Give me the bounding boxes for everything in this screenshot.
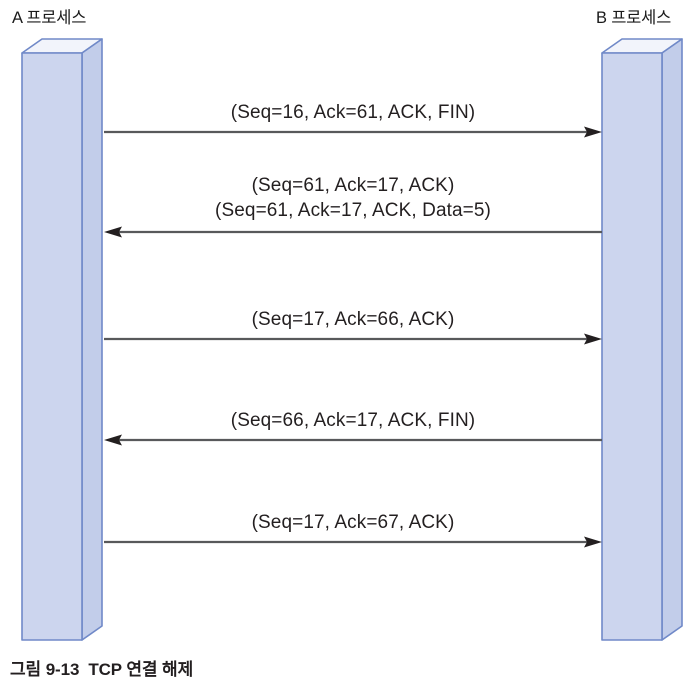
figure-number: 그림 9-13	[10, 660, 80, 679]
figure-caption: 그림 9-13 TCP 연결 해제	[10, 660, 194, 680]
process-a-box-shape	[21, 38, 103, 641]
figure-title: TCP 연결 해제	[88, 660, 194, 679]
arrow-left-icon	[104, 226, 602, 238]
process-b-box-shape	[601, 38, 683, 641]
message-label-5: (Seq=17, Ack=67, ACK)	[104, 510, 602, 535]
process-b-lifeline-box	[601, 38, 683, 641]
message-line: (Seq=17, Ack=67, ACK)	[251, 512, 455, 533]
message-line: (Seq=17, Ack=66, ACK)	[251, 309, 455, 330]
message-arrow-2	[104, 226, 602, 238]
message-arrow-3	[104, 333, 602, 345]
message-line: (Seq=61, Ack=17, ACK, Data=5)	[215, 200, 491, 221]
message-line: (Seq=16, Ack=61, ACK, FIN)	[230, 102, 476, 123]
arrow-right-icon	[104, 536, 602, 548]
message-line: (Seq=66, Ack=17, ACK, FIN)	[230, 410, 476, 431]
arrow-left-icon	[104, 434, 602, 446]
message-label-1: (Seq=16, Ack=61, ACK, FIN)	[104, 100, 602, 125]
process-a-label: A 프로세스	[12, 9, 87, 27]
process-a-lifeline-box	[21, 38, 103, 641]
message-label-4: (Seq=66, Ack=17, ACK, FIN)	[104, 408, 602, 433]
arrow-right-icon	[104, 333, 602, 345]
message-arrow-1	[104, 126, 602, 138]
process-b-label: B 프로세스	[596, 9, 672, 27]
message-arrow-5	[104, 536, 602, 548]
message-label-3: (Seq=17, Ack=66, ACK)	[104, 307, 602, 332]
arrow-right-icon	[104, 126, 602, 138]
message-label-2: (Seq=61, Ack=17, ACK) (Seq=61, Ack=17, A…	[104, 173, 602, 223]
message-arrow-4	[104, 434, 602, 446]
message-line: (Seq=61, Ack=17, ACK)	[251, 175, 455, 196]
